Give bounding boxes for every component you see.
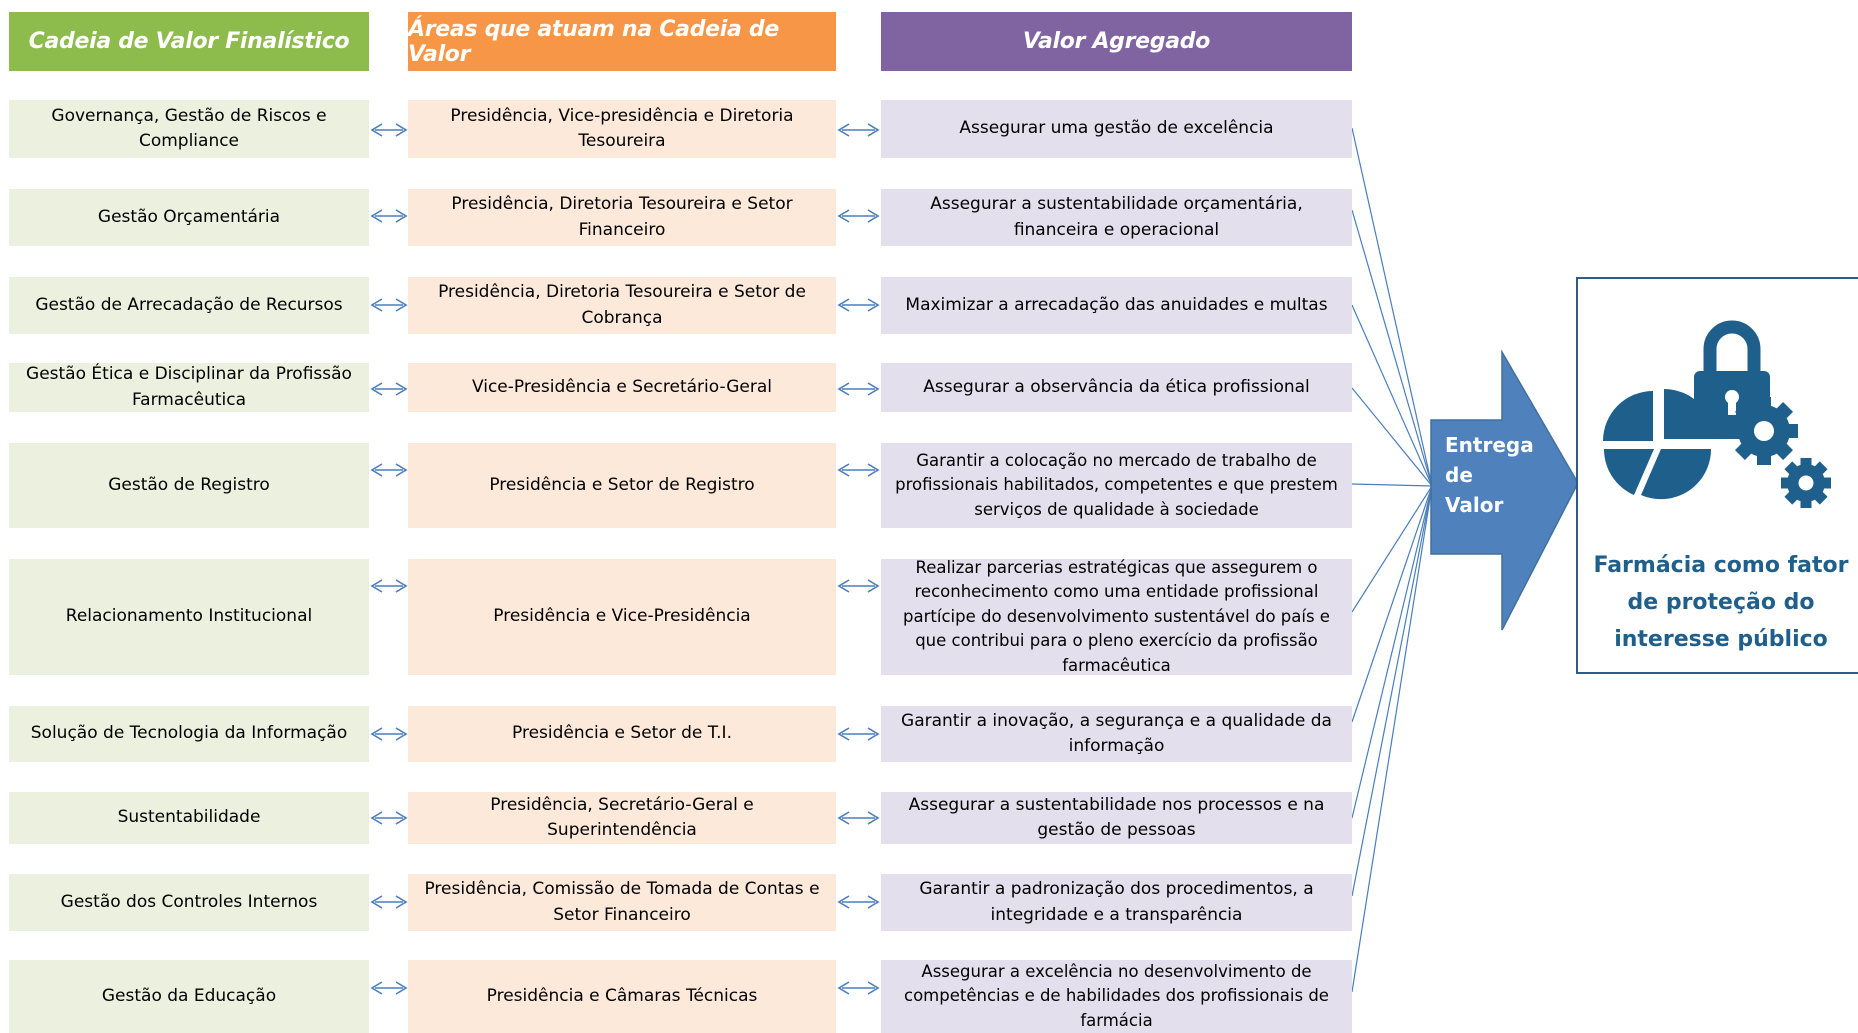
fan-connectors: [1351, 127, 1433, 993]
double-arrow-icon-a7: [370, 811, 408, 825]
areas-governanca: Presidência, Vice-presidência e Diretori…: [408, 100, 836, 158]
chain-orcamentaria: Gestão Orçamentária: [9, 189, 369, 246]
entrega-de-valor-label: Entrega de Valor: [1445, 430, 1534, 520]
fan-line-5: [1351, 485, 1433, 613]
value-educacao: Assegurar a excelência no desenvolviment…: [881, 960, 1352, 1033]
value-tecnologia: Garantir a inovação, a segurança e a qua…: [881, 706, 1352, 762]
areas-controles: Presidência, Comissão de Tomada de Conta…: [408, 874, 836, 931]
value-arrecadacao: Maximizar a arrecadação das anuidades e …: [881, 277, 1352, 334]
security-lock-pie-gears-icon: [1603, 320, 1831, 508]
areas-arrecadacao: Presidência, Diretoria Tesoureira e Seto…: [408, 277, 836, 334]
double-arrow-icon-b7: [837, 811, 880, 825]
entrega-de-valor-arrow: [1430, 349, 1579, 631]
chain-tecnologia: Solução de Tecnologia da Informação: [9, 706, 369, 762]
value-etica: Assegurar a observância da ética profiss…: [881, 363, 1352, 412]
fan-line-2: [1351, 304, 1433, 487]
areas-etica: Vice-Presidência e Secretário-Geral: [408, 363, 836, 412]
areas-registro: Presidência e Setor de Registro: [408, 443, 836, 528]
header-value-chain: Cadeia de Valor Finalístico: [9, 12, 369, 71]
double-arrow-icon-a4: [370, 463, 408, 477]
double-arrow-icon-a0: [370, 123, 408, 137]
areas-sustentabilidade: Presidência, Secretário-Geral e Superint…: [408, 792, 836, 844]
result-statement: Farmácia como fator de proteção do inter…: [1593, 553, 1849, 652]
gear-icon-small: [1781, 458, 1831, 508]
fan-line-4: [1351, 483, 1433, 487]
header-added-value: Valor Agregado: [881, 12, 1352, 71]
double-arrow-layer: [370, 123, 880, 995]
double-arrow-icon-b1: [837, 209, 880, 223]
double-arrow-icon-a5: [370, 579, 408, 593]
fan-line-0: [1351, 127, 1433, 487]
chain-arrecadacao: Gestão de Arrecadação de Recursos: [9, 277, 369, 334]
double-arrow-icon-b5: [837, 579, 880, 593]
value-registro: Garantir a colocação no mercado de traba…: [881, 443, 1352, 528]
entrega-label-line3: Valor: [1445, 493, 1504, 517]
double-arrow-icon-b0: [837, 123, 880, 137]
double-arrow-icon-b4: [837, 463, 880, 477]
fan-line-7: [1351, 485, 1433, 819]
areas-relacionamento: Presidência e Vice-Presidência: [408, 559, 836, 675]
fan-line-1: [1351, 209, 1433, 487]
chain-relacionamento: Relacionamento Institucional: [9, 559, 369, 675]
areas-educacao: Presidência e Câmaras Técnicas: [408, 960, 836, 1033]
fan-line-6: [1351, 485, 1433, 723]
chain-registro: Gestão de Registro: [9, 443, 369, 528]
entrega-label-line2: de: [1445, 463, 1473, 487]
areas-orcamentaria: Presidência, Diretoria Tesoureira e Seto…: [408, 189, 836, 246]
chain-sustentabilidade: Sustentabilidade: [9, 792, 369, 844]
double-arrow-icon-b3: [837, 382, 880, 396]
entrega-label-line1: Entrega: [1445, 433, 1534, 457]
fan-line-3: [1351, 387, 1433, 487]
value-governanca: Assegurar uma gestão de excelência: [881, 100, 1352, 158]
double-arrow-icon-a8: [370, 895, 408, 909]
double-arrow-icon-b8: [837, 895, 880, 909]
chain-controles: Gestão dos Controles Internos: [9, 874, 369, 931]
double-arrow-icon-b6: [837, 727, 880, 741]
value-orcamentaria: Assegurar a sustentabilidade orçamentári…: [881, 189, 1352, 246]
value-controles: Garantir a padronização dos procedimento…: [881, 874, 1352, 931]
double-arrow-icon-b2: [837, 298, 880, 312]
double-arrow-icon-a9: [370, 981, 408, 995]
double-arrow-icon-a1: [370, 209, 408, 223]
value-sustentabilidade: Assegurar a sustentabilidade nos process…: [881, 792, 1352, 844]
fan-line-8: [1351, 485, 1433, 897]
chain-etica: Gestão Ética e Disciplinar da Profissão …: [9, 363, 369, 412]
fan-line-9: [1351, 485, 1433, 993]
chain-governanca: Governança, Gestão de Riscos e Complianc…: [9, 100, 369, 158]
double-arrow-icon-a6: [370, 727, 408, 741]
areas-tecnologia: Presidência e Setor de T.I.: [408, 706, 836, 762]
double-arrow-icon-a2: [370, 298, 408, 312]
value-relacionamento: Realizar parcerias estratégicas que asse…: [881, 558, 1352, 675]
pie-chart-icon: [1603, 389, 1714, 500]
double-arrow-icon-a3: [370, 382, 408, 396]
double-arrow-icon-b9: [837, 981, 880, 995]
header-areas: Áreas que atuam na Cadeia de Valor: [408, 12, 836, 71]
chain-educacao: Gestão da Educação: [9, 960, 369, 1033]
gear-icon-large: [1730, 397, 1798, 465]
